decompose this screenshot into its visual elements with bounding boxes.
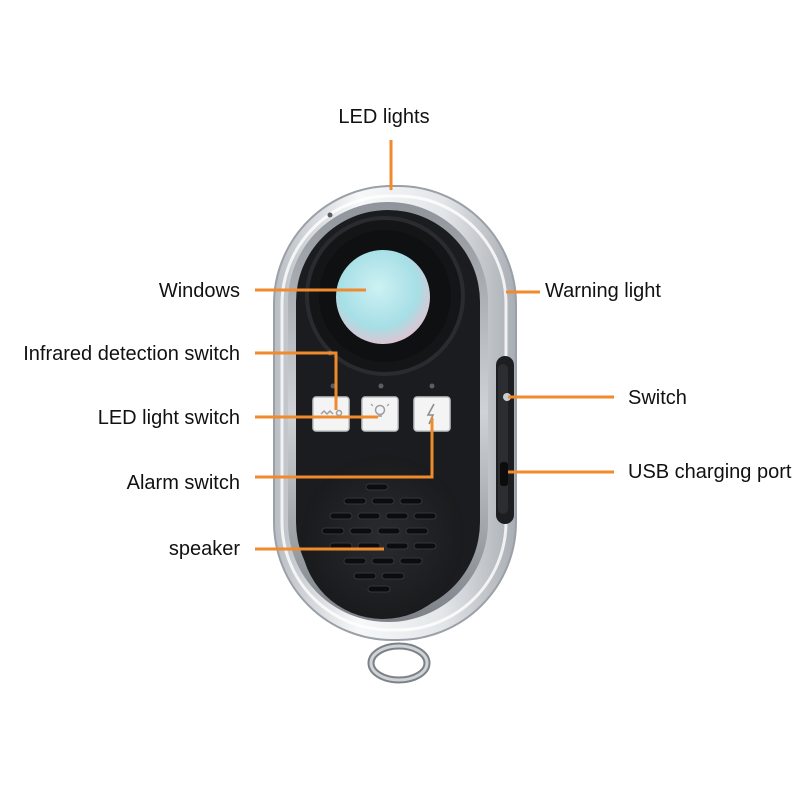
- label-warning-light: Warning light: [545, 280, 661, 302]
- usb-port: [500, 462, 508, 486]
- label-speaker: speaker: [169, 538, 240, 560]
- label-infrared-detection-switch: Infrared detection switch: [23, 343, 240, 365]
- leader-alarm-switch: [255, 418, 434, 479]
- label-windows: Windows: [159, 280, 240, 302]
- bulb-icon: [370, 403, 390, 417]
- label-alarm-switch: Alarm switch: [127, 472, 240, 494]
- lens-window: [305, 216, 465, 376]
- label-switch: Switch: [628, 387, 687, 409]
- lens: [336, 250, 430, 344]
- infrared-detection-button[interactable]: [312, 396, 350, 432]
- speaker-grille: [301, 455, 465, 619]
- leader-infrared-detection-switch: [255, 351, 338, 410]
- label-led-lights: LED lights: [338, 106, 429, 128]
- label-led-light-switch: LED light switch: [98, 407, 240, 429]
- side-switch-strip: [496, 356, 514, 524]
- led-light-button[interactable]: [361, 396, 399, 432]
- side-switch-knob: [503, 393, 511, 401]
- leader-lines: [255, 140, 614, 551]
- label-usb-charging-port: USB charging port: [628, 461, 792, 483]
- keyring: [367, 642, 431, 684]
